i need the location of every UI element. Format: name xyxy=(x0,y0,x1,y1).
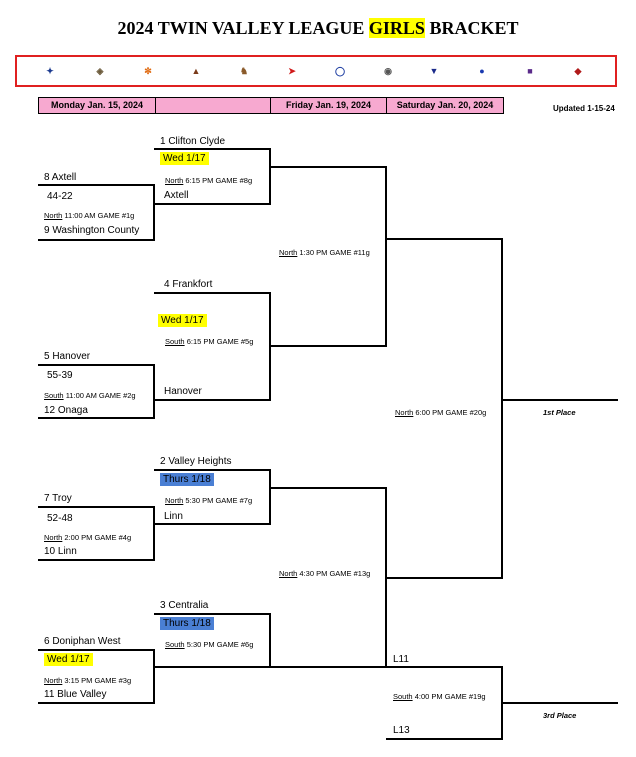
falcon-logo-icon: ➤ xyxy=(288,65,296,76)
team-slot: 5 Hanover xyxy=(44,351,91,362)
game-date-badge: Wed 1/17 xyxy=(44,653,93,666)
first-place-label: 1st Place xyxy=(543,408,576,417)
mustang-logo-icon: ♞ xyxy=(239,65,249,76)
game-score: 52-48 xyxy=(47,513,73,524)
game-info: South 6:15 PM GAME #5g xyxy=(165,337,253,346)
team-slot: 9 Washington County xyxy=(44,225,140,236)
team-slot: 8 Axtell xyxy=(44,172,77,183)
updated-date: Updated 1-15-24 xyxy=(553,104,615,113)
game-location: North xyxy=(44,676,63,685)
game-time: 11:00 AM GAME #2g xyxy=(63,391,136,400)
game-location: North xyxy=(279,248,298,257)
game-info: North 3:15 PM GAME #3g xyxy=(44,676,131,685)
trojan-logo-icon: ◆ xyxy=(574,65,582,76)
page-title: 2024 TWIN VALLEY LEAGUE GIRLS BRACKET xyxy=(0,18,636,39)
game-time: 4:30 PM GAME #13g xyxy=(297,569,371,578)
team-slot: Linn xyxy=(164,511,183,522)
game-info: North 2:00 PM GAME #4g xyxy=(44,533,131,542)
game-info: North 6:15 PM GAME #8g xyxy=(165,176,252,185)
bracket-line-g5 xyxy=(154,292,271,401)
spartan-logo-icon: ● xyxy=(479,66,485,76)
bracket-line-g20 xyxy=(386,238,503,579)
wildcat-logo-icon: ✼ xyxy=(144,65,152,76)
team-slot: L11 xyxy=(393,654,409,665)
team-slot: 4 Frankfort xyxy=(164,279,213,290)
game-date-badge: Thurs 1/18 xyxy=(160,617,214,630)
game-time: 6:15 PM GAME #5g xyxy=(184,337,254,346)
team-slot: 12 Onaga xyxy=(44,405,88,416)
game-info: South 5:30 PM GAME #6g xyxy=(165,640,253,649)
game-location: North xyxy=(395,408,414,417)
game-info: North 11:00 AM GAME #1g xyxy=(44,211,134,220)
cat-logo-icon: ◉ xyxy=(384,65,392,76)
game-location: South xyxy=(44,391,64,400)
vh-logo-icon: ■ xyxy=(527,66,533,76)
header-saturday: Saturday Jan. 20, 2024 xyxy=(386,97,504,114)
game-location: North xyxy=(165,496,184,505)
game-date-badge: Wed 1/17 xyxy=(160,152,209,165)
team-slot: Hanover xyxy=(164,386,202,397)
bracket-line-g6 xyxy=(154,613,271,668)
game-time: 2:00 PM GAME #4g xyxy=(62,533,132,542)
game-time: 11:00 AM GAME #1g xyxy=(62,211,135,220)
game-info: South 11:00 AM GAME #2g xyxy=(44,391,136,400)
eagle-logo-icon: ✦ xyxy=(46,65,54,76)
game-info: North 5:30 PM GAME #7g xyxy=(165,496,252,505)
title-highlight: GIRLS xyxy=(368,18,425,38)
game-info: North 6:00 PM GAME #20g xyxy=(395,408,486,417)
bracket-line-g11 xyxy=(270,166,387,347)
owl-logo-icon: ◈ xyxy=(96,65,104,76)
team-slot: 3 Centralia xyxy=(160,600,209,611)
game-score: 44-22 xyxy=(47,191,73,202)
bison-logo-icon: ▼ xyxy=(429,66,439,76)
bracket-line-g3 xyxy=(38,649,155,704)
bracket-line-g1 xyxy=(38,184,155,241)
team-slot: 6 Doniphan West xyxy=(44,636,121,647)
team-slot: 11 Blue Valley xyxy=(44,689,107,700)
team-slot: 7 Troy xyxy=(44,493,72,504)
game-location: South xyxy=(165,640,185,649)
team-slot: 1 Clifton Clyde xyxy=(160,136,226,147)
game-location: South xyxy=(165,337,185,346)
game-location: South xyxy=(393,692,413,701)
team-slot: 10 Linn xyxy=(44,546,77,557)
game-time: 6:15 PM GAME #8g xyxy=(183,176,253,185)
team-logo-bar: ✦ ◈ ✼ ▲ ♞ ➤ ◯ ◉ ▼ ● ■ ◆ xyxy=(15,55,617,87)
header-monday: Monday Jan. 15, 2024 xyxy=(38,97,156,114)
panther-logo-icon: ◯ xyxy=(334,65,346,76)
game-location: North xyxy=(165,176,184,185)
third-place-label: 3rd Place xyxy=(543,711,577,720)
game-date-badge: Wed 1/17 xyxy=(158,314,207,327)
game-score: 55-39 xyxy=(47,370,73,381)
game-time: 5:30 PM GAME #7g xyxy=(183,496,253,505)
team-slot: 2 Valley Heights xyxy=(160,456,232,467)
bulldog-logo-icon: ▲ xyxy=(191,66,201,76)
game-info: North 1:30 PM GAME #11g xyxy=(279,248,370,257)
bracket-line-g4 xyxy=(38,506,155,561)
game-location: North xyxy=(44,211,63,220)
game-location: North xyxy=(44,533,63,542)
game-date-badge: Thurs 1/18 xyxy=(160,473,214,486)
game-time: 1:30 PM GAME #11g xyxy=(297,248,370,257)
game-location: North xyxy=(279,569,298,578)
title-part1: 2024 TWIN VALLEY LEAGUE xyxy=(117,18,369,38)
team-slot: L13 xyxy=(393,725,410,736)
title-part2: BRACKET xyxy=(424,18,519,38)
game-time: 4:00 PM GAME #19g xyxy=(412,692,486,701)
game-time: 3:15 PM GAME #3g xyxy=(62,676,132,685)
bracket-line-g2 xyxy=(38,364,155,419)
game-info: South 4:00 PM GAME #19g xyxy=(393,692,486,701)
game-time: 5:30 PM GAME #6g xyxy=(184,640,254,649)
header-friday: Friday Jan. 19, 2024 xyxy=(270,97,387,114)
bracket-line-g7 xyxy=(154,469,271,525)
bracket-line-g8 xyxy=(154,148,271,205)
team-slot: Axtell xyxy=(164,190,189,201)
game-time: 6:00 PM GAME #20g xyxy=(413,408,487,417)
game-info: North 4:30 PM GAME #13g xyxy=(279,569,370,578)
